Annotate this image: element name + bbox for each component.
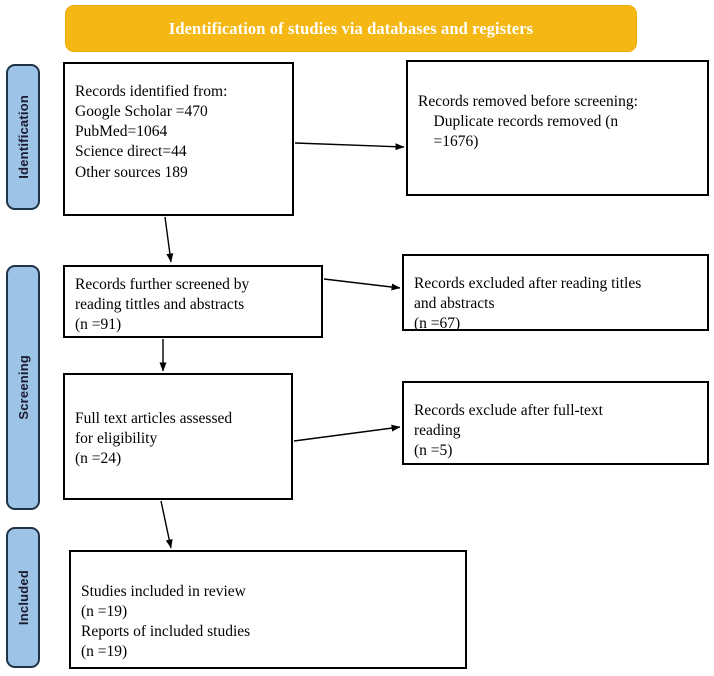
connector-fulltext-to-excluded-fulltext <box>293 424 401 442</box>
box-full-text-articles-assessed: Full text articles assessed for eligibil… <box>63 373 293 500</box>
box-records-excluded-full-text: Records exclude after full-text reading … <box>402 381 709 465</box>
header-banner: Identification of studies via databases … <box>65 5 637 52</box>
header-banner-label: Identification of studies via databases … <box>168 18 534 38</box>
box-records-removed-before-screening: Records removed before screening: Duplic… <box>406 60 709 196</box>
box-records-excluded-full-text-text: Records exclude after full-text reading … <box>414 402 603 460</box>
stage-label-included-text: Included <box>15 569 31 626</box>
box-records-identified-text: Records identified from: Google Scholar … <box>75 83 228 181</box>
stage-label-identification: Identification <box>6 64 40 210</box>
connector-fulltext-to-included <box>160 500 173 549</box>
box-records-removed-text: Records removed before screening: Duplic… <box>418 93 638 151</box>
connector-identified-to-removed <box>294 142 405 151</box>
connector-screened-to-excluded-titles <box>323 278 401 291</box>
box-records-further-screened-text: Records further screened by reading titt… <box>75 276 250 334</box>
box-records-further-screened: Records further screened by reading titt… <box>63 265 323 338</box>
box-records-excluded-titles-abstracts: Records excluded after reading titles an… <box>402 254 709 331</box>
stage-label-screening-text: Screening <box>15 355 31 420</box>
connector-identified-to-screened <box>164 216 174 263</box>
box-studies-included-in-review: Studies included in review (n =19) Repor… <box>69 550 467 669</box>
stage-label-included: Included <box>6 527 40 668</box>
stage-label-identification-text: Identification <box>15 95 31 179</box>
stage-label-screening: Screening <box>6 265 40 510</box>
box-records-identified: Records identified from: Google Scholar … <box>63 62 294 216</box>
box-studies-included-text: Studies included in review (n =19) Repor… <box>81 583 251 661</box>
box-full-text-articles-text: Full text articles assessed for eligibil… <box>75 410 233 468</box>
box-records-excluded-titles-text: Records excluded after reading titles an… <box>414 275 642 331</box>
